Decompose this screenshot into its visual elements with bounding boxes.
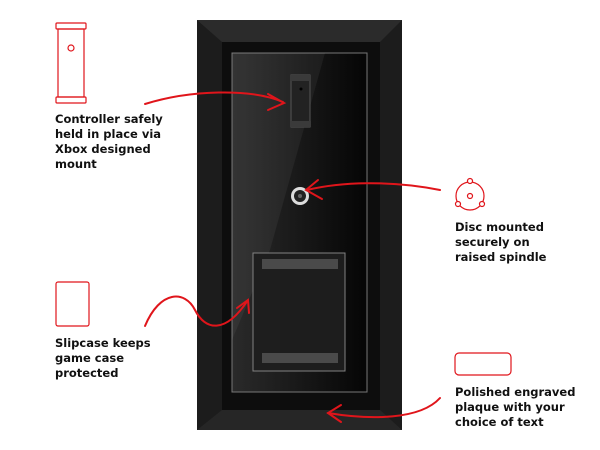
disc-icon: [454, 177, 486, 211]
controller-mount: [290, 74, 311, 128]
disc-callout-text: Disc mounted securely on raised spindle: [455, 220, 547, 264]
plaque-callout-text: Polished engraved plaque with your choic…: [455, 385, 576, 429]
disc-spindle: [291, 187, 309, 205]
arrow-disc: [306, 182, 441, 191]
slipcase-icon: [55, 281, 90, 327]
slipcase: [252, 252, 346, 372]
arrow-slipcase: [144, 295, 249, 327]
controller-callout-text: Controller safely held in place via Xbox…: [55, 112, 163, 171]
controller-mount-icon: [55, 22, 87, 104]
callout-arrows: [144, 91, 441, 423]
arrow-plaque: [327, 397, 441, 419]
plaque-icon: [454, 352, 512, 376]
arrow-controller: [144, 91, 284, 105]
slipcase-callout-text: Slipcase keeps game case protected: [55, 336, 151, 380]
